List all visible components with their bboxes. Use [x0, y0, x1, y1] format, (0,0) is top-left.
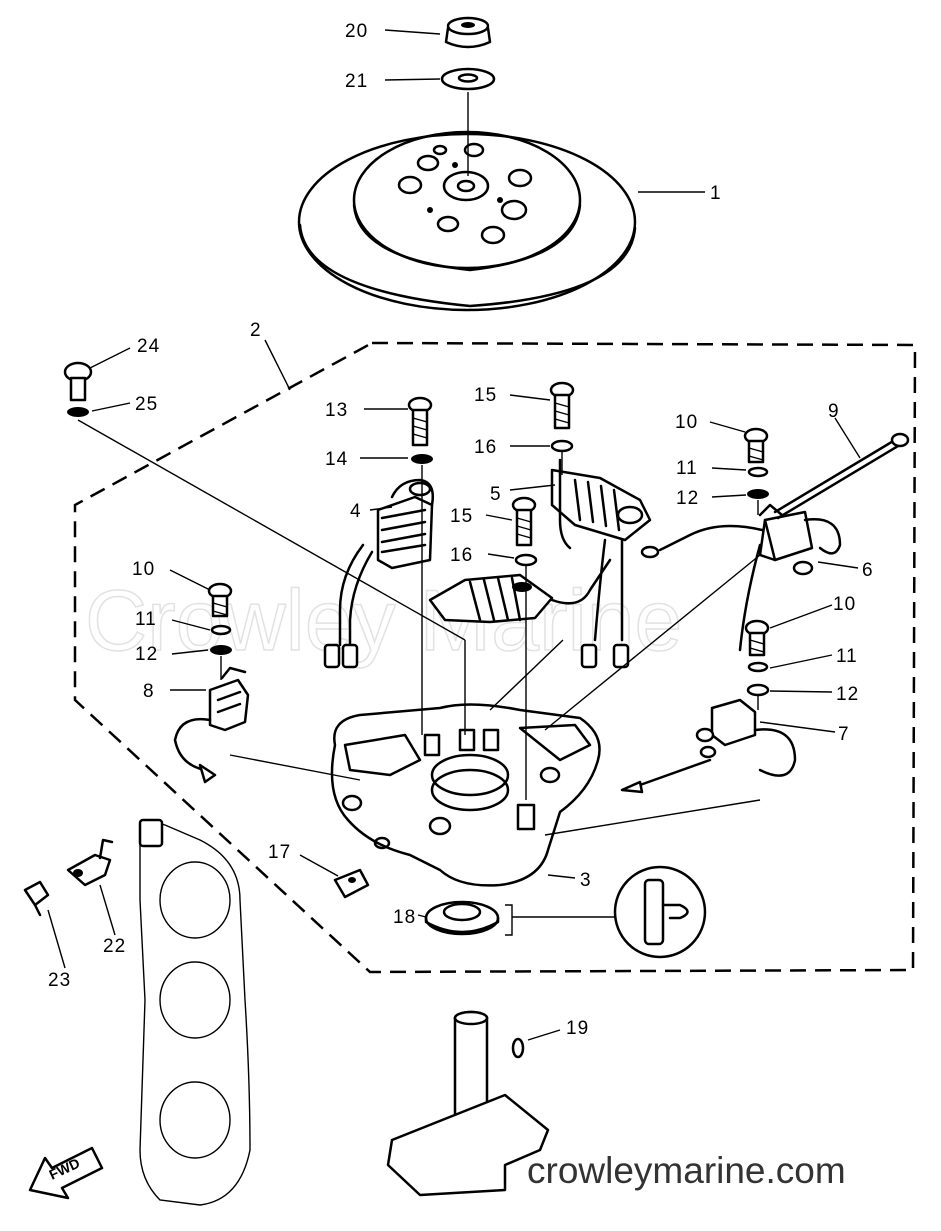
- stator-base-plate: [330, 703, 601, 887]
- callout-4: 4: [350, 501, 362, 522]
- bolt-13: [407, 396, 433, 447]
- washer-11-right-lower: [747, 661, 769, 673]
- screw-24: [63, 361, 93, 402]
- cdi-unit: [640, 510, 842, 652]
- spark-plug-lead: [758, 432, 910, 520]
- washer-12-left: [210, 645, 232, 655]
- sensor-coil-left: [173, 666, 250, 784]
- callout-9: 9: [828, 401, 840, 422]
- washer-11-right-upper: [747, 466, 769, 478]
- website-url: crowleymarine.com: [527, 1150, 846, 1191]
- pulser-coil: [550, 458, 652, 669]
- sensor-coil-right: [620, 698, 797, 794]
- oil-seal-detail-inset: [505, 865, 707, 959]
- callout-15-upper: 15: [474, 385, 497, 406]
- bolt-10-right-lower: [744, 619, 770, 657]
- callout-17: 17: [268, 842, 291, 863]
- bolt-15-upper: [549, 381, 575, 430]
- flywheel-nut: [444, 16, 492, 49]
- callout-7: 7: [838, 724, 850, 745]
- callout-22: 22: [103, 936, 126, 957]
- wire-clamp: [333, 868, 370, 899]
- flywheel: [297, 130, 637, 312]
- callout-1: 1: [710, 183, 722, 204]
- callout-12-right-lower: 12: [836, 684, 859, 705]
- callout-16-upper: 16: [474, 437, 497, 458]
- washer-25: [67, 407, 89, 417]
- bolt-23: [23, 880, 50, 917]
- forward-direction-arrow: FWD: [28, 1146, 104, 1200]
- bolt-10-right-upper: [743, 427, 769, 464]
- washer-16-upper: [550, 439, 574, 453]
- callout-13: 13: [325, 400, 348, 421]
- bracket: [66, 838, 114, 887]
- callout-11-left: 11: [135, 609, 157, 630]
- callout-12-left: 12: [135, 644, 158, 665]
- assembly-guide-lines: [77, 419, 761, 836]
- callout-12-right-upper: 12: [676, 488, 699, 509]
- bolt-10-left: [207, 582, 233, 618]
- callout-10-right-upper: 10: [675, 412, 698, 433]
- callout-3: 3: [580, 870, 592, 891]
- washer-12-right-upper: [747, 489, 769, 499]
- washer-11-left: [210, 624, 232, 636]
- callout-25: 25: [135, 394, 158, 415]
- callout-10-right-lower: 10: [833, 594, 856, 615]
- charge-coil: [323, 478, 434, 669]
- flywheel-washer: [440, 67, 496, 91]
- crankshaft: [386, 1010, 550, 1197]
- callout-21: 21: [345, 71, 368, 92]
- oil-seal: [424, 900, 500, 936]
- bolt-15-lower: [511, 496, 537, 547]
- washer-16-lower: [514, 553, 538, 567]
- callout-15-lower: 15: [450, 506, 473, 527]
- crankcase-outline: [138, 818, 251, 1206]
- callout-14: 14: [325, 449, 348, 470]
- callout-11-right-lower: 11: [836, 646, 858, 667]
- callout-11-right-upper: 11: [676, 458, 698, 479]
- washer-12-right-lower: [746, 683, 770, 697]
- callout-18: 18: [393, 907, 416, 928]
- callout-5: 5: [490, 484, 502, 505]
- callout-8: 8: [143, 681, 155, 702]
- callout-20: 20: [345, 21, 368, 42]
- callout-labels: 20 21 1 2 24 25 13 14 4 15 16 5 15 16 10…: [48, 21, 874, 1039]
- callout-2: 2: [250, 320, 262, 341]
- callout-6: 6: [862, 560, 874, 581]
- callout-16-lower: 16: [450, 545, 473, 566]
- lighting-coil: [428, 558, 612, 624]
- callout-leaders: [47, 29, 861, 1041]
- callout-24: 24: [137, 336, 160, 357]
- stator-assembly-boundary: [73, 341, 917, 974]
- callout-23: 23: [48, 970, 71, 991]
- callout-10-left: 10: [132, 559, 155, 580]
- callout-19: 19: [566, 1018, 589, 1039]
- washer-14: [411, 454, 433, 464]
